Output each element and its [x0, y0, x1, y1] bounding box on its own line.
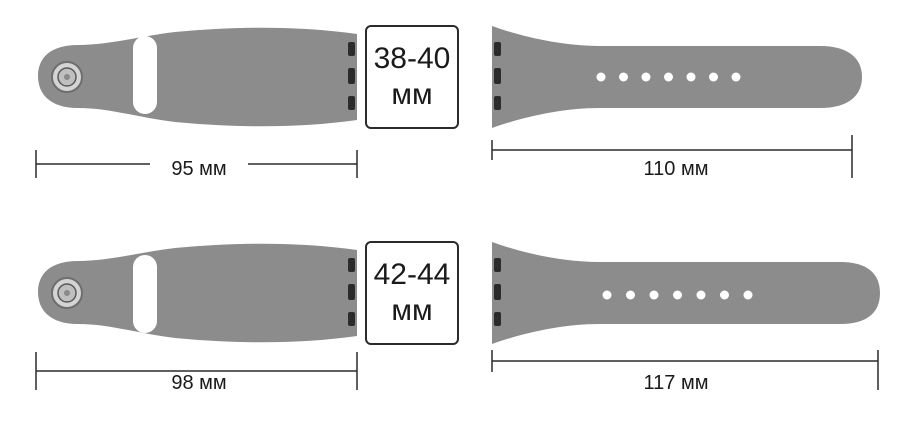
strap-hole — [602, 290, 612, 300]
left-length-label: 98 мм — [150, 372, 248, 395]
strap-hole — [673, 290, 682, 300]
right-length-label: 117 мм — [622, 372, 730, 395]
strap-hole — [664, 72, 673, 82]
strap-hole — [619, 72, 628, 82]
left-length-label: 95 мм — [150, 158, 248, 181]
lug-connector-icon — [348, 258, 355, 326]
strap-hole — [696, 290, 706, 300]
strap-hole — [596, 72, 606, 82]
band-large — [35, 242, 880, 390]
pin-button-icon — [51, 61, 83, 93]
strap-hole — [709, 72, 718, 82]
lug-connector-icon — [494, 258, 501, 326]
strap-holes — [602, 290, 753, 300]
size-range: 42-44 — [373, 258, 451, 291]
size-label-box: 42-44 мм — [365, 241, 459, 345]
size-label-box: 38-40 мм — [365, 25, 459, 129]
lug-connector-icon — [348, 42, 355, 110]
left-strap — [38, 27, 357, 127]
band-small — [35, 26, 862, 178]
left-strap — [38, 243, 357, 343]
loop-slot — [133, 36, 157, 114]
strap-hole — [731, 72, 741, 82]
right-length-label: 110 мм — [622, 158, 730, 181]
strap-hole — [626, 290, 635, 300]
strap-hole — [649, 290, 659, 300]
right-strap — [492, 242, 880, 344]
lug-connector-icon — [494, 42, 501, 110]
size-unit: мм — [391, 294, 433, 327]
measure-right — [491, 350, 879, 390]
loop-slot — [133, 255, 157, 333]
strap-holes — [596, 72, 741, 82]
strap-hole — [686, 72, 696, 82]
measure-right — [491, 135, 853, 178]
size-range: 38-40 — [373, 42, 451, 75]
strap-hole — [720, 290, 729, 300]
pin-button-icon — [51, 277, 83, 309]
strap-hole — [641, 72, 651, 82]
measure-left — [35, 352, 358, 390]
size-unit: мм — [391, 78, 433, 111]
strap-hole — [743, 290, 753, 300]
right-strap — [492, 26, 862, 128]
